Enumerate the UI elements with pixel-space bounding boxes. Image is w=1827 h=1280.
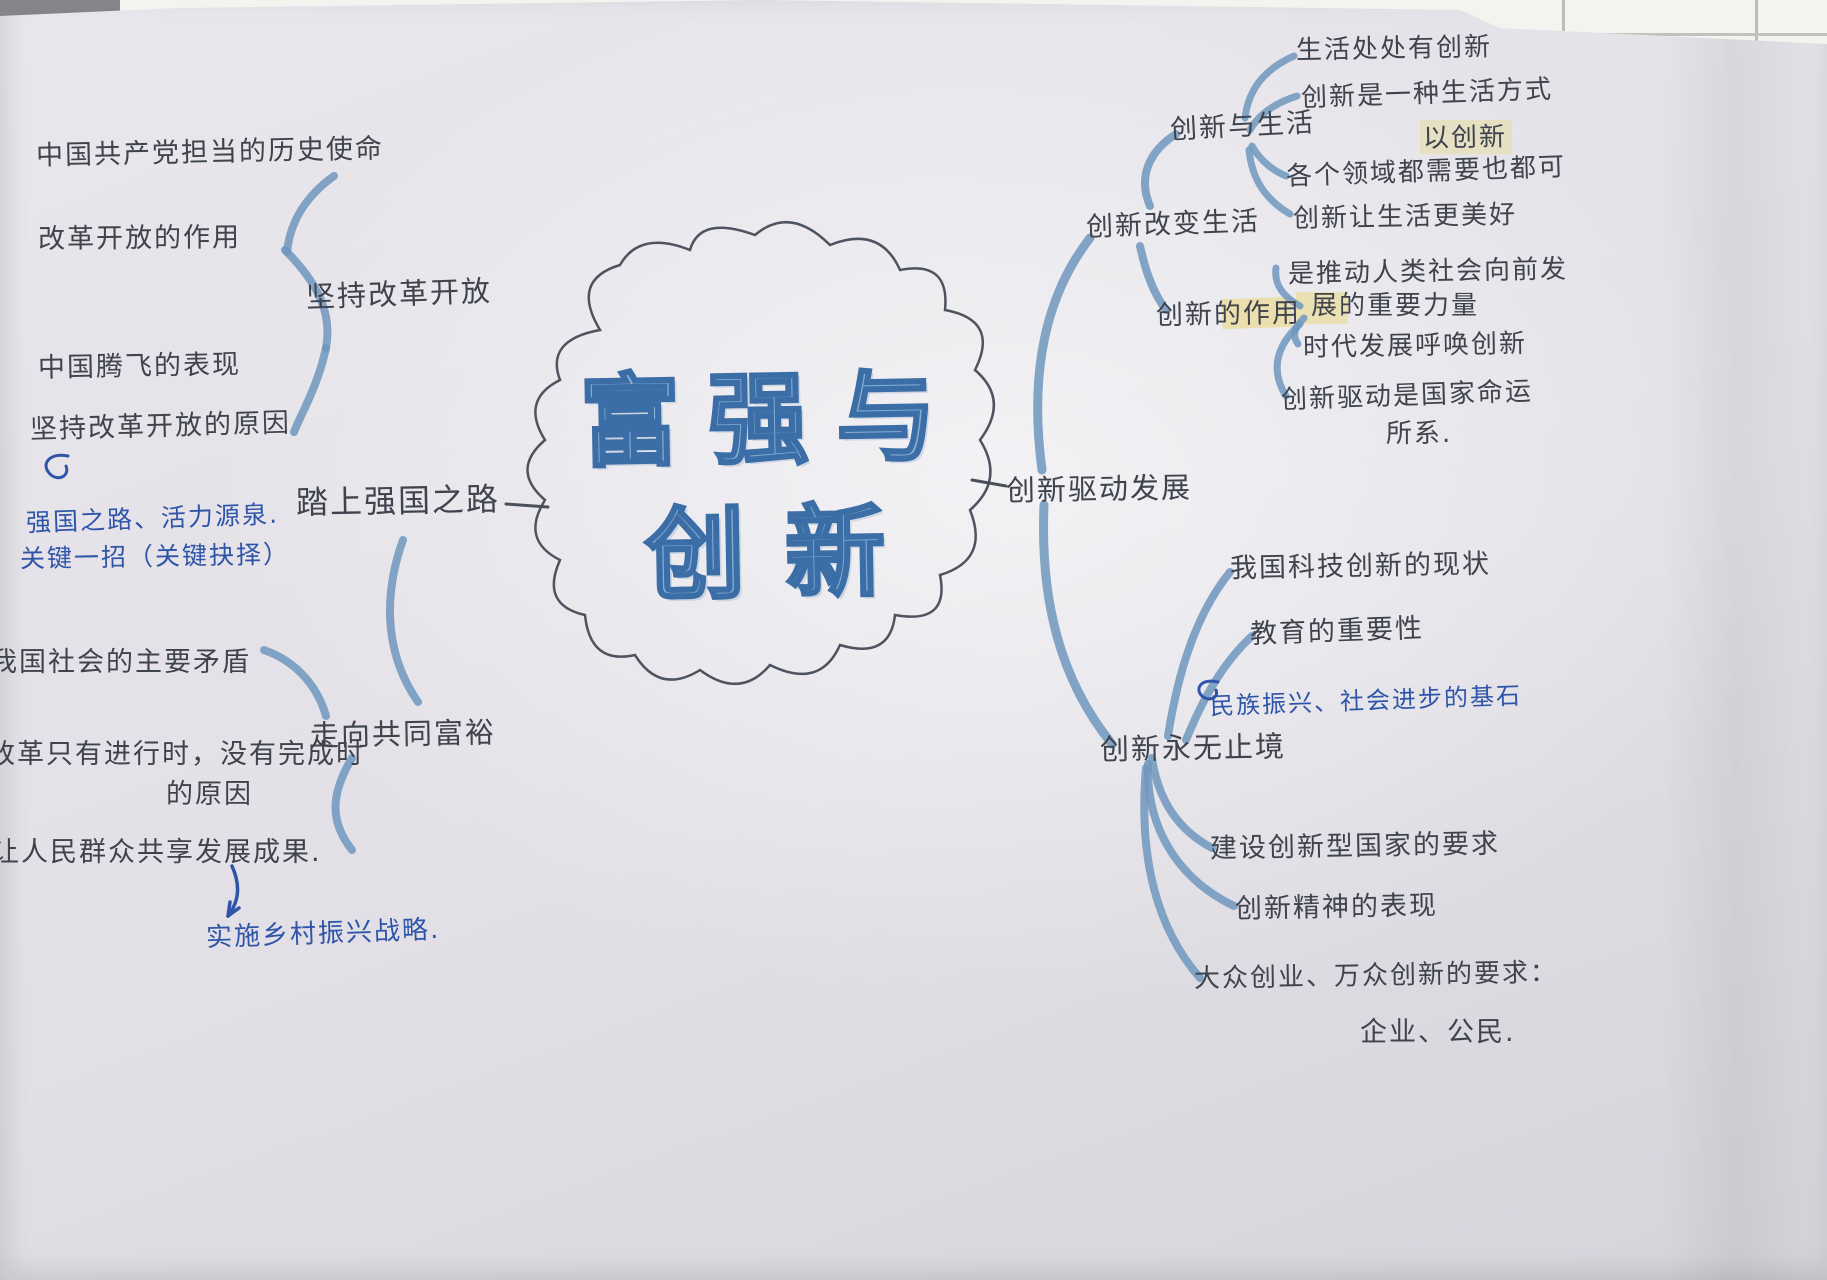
leaf-innovation-everywhere: 生活处处有创新: [1295, 32, 1493, 66]
leaf-innovative-country: 建设创新型国家的要求: [1209, 828, 1501, 865]
branch-label-innovation-life-change: 创新改变生活: [1085, 205, 1261, 244]
branch-label-innovation-role: 创新的作用: [1155, 297, 1302, 332]
node-reform-reason: 坚持改革开放的原因: [29, 407, 292, 446]
leaf-tech-status: 我国科技创新的现状: [1229, 548, 1492, 585]
tile-grout-vertical-1: [1562, 0, 1565, 38]
tile-grout-vertical-2: [1755, 0, 1758, 42]
leaf-mass-entrepreneurship: 大众创业、万众创新的要求：: [1193, 957, 1559, 995]
leaf-innovate-tail: 以创新: [1422, 122, 1508, 154]
leaf-push-society-1: 是推动人类社会向前发: [1287, 254, 1569, 290]
leaf-innovation-spirit: 创新精神的表现: [1234, 890, 1439, 925]
leaf-push-society-2: 展的重要力量: [1311, 291, 1480, 321]
leaf-era-calls: 时代发展呼唤创新: [1302, 329, 1528, 363]
branch-label-reform: 坚持改革开放: [305, 273, 493, 315]
node-reform-role: 改革开放的作用: [37, 222, 242, 255]
tile-grout-horizontal: [1488, 33, 1827, 36]
leaf-enterprise-citizen: 企业、公民.: [1360, 1017, 1516, 1048]
branch-label-strong-road: 踏上强国之路: [295, 480, 501, 522]
branch-label-innovation-drive: 创新驱动发展: [1005, 470, 1193, 508]
node-china-rise: 中国腾飞的表现: [37, 349, 242, 384]
leaf-life-better: 创新让生活更美好: [1292, 200, 1518, 234]
node-main-contradiction: 我国社会的主要矛盾: [0, 647, 251, 678]
note-key-move: 关键一招（关键抉择）: [19, 539, 291, 574]
branch-label-innovation-endless: 创新永无止境: [1099, 729, 1287, 767]
leaf-education-importance: 教育的重要性: [1249, 612, 1425, 651]
center-title-line2: 创新: [643, 491, 928, 616]
branch-label-common-prosperity: 走向共同富裕: [309, 715, 497, 753]
center-title-line1: 富强与: [578, 356, 967, 483]
node-share-development: 让人民群众共享发展成果.: [0, 837, 322, 868]
node-reform-ongoing: 改革只有进行时，没有完成时: [0, 739, 365, 770]
leaf-national-fate-2: 所系.: [1386, 419, 1453, 449]
node-reform-ongoing-reason: 的原因: [166, 779, 253, 810]
